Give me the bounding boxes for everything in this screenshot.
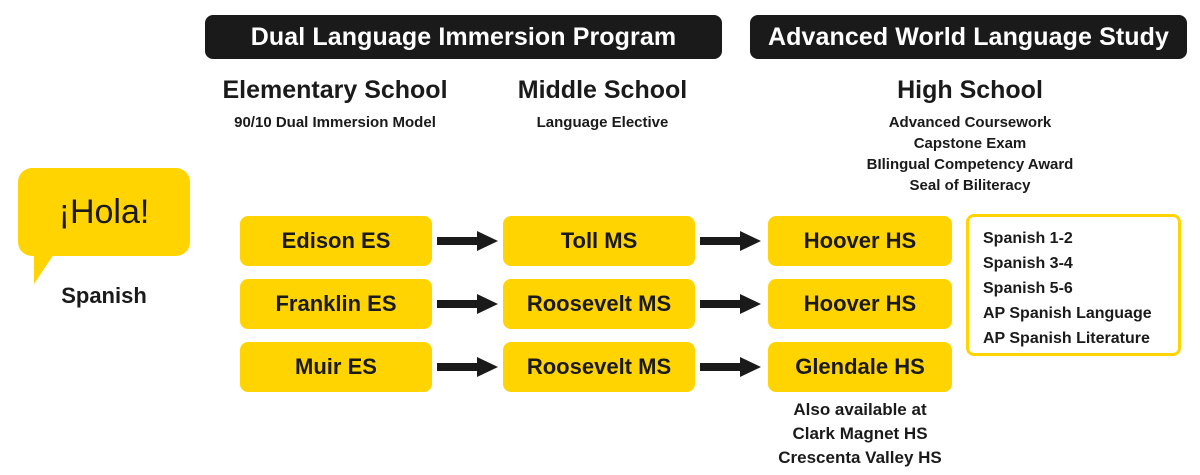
node-middle-row3[interactable]: Roosevelt MS bbox=[503, 342, 695, 392]
banner-advanced-world-language-study: Advanced World Language Study bbox=[750, 15, 1187, 59]
node-high-row2[interactable]: Hoover HS bbox=[768, 279, 952, 329]
node-middle-row1[interactable]: Toll MS bbox=[503, 216, 695, 266]
course-item: Spanish 5-6 bbox=[983, 280, 1073, 297]
arrow-middle-to-high-row2 bbox=[700, 292, 762, 316]
node-elementary-row3[interactable]: Muir ES bbox=[240, 342, 432, 392]
arrow-middle-to-high-row1 bbox=[700, 229, 762, 253]
course-item: Spanish 1-2 bbox=[983, 230, 1073, 247]
node-elementary-row1[interactable]: Edison ES bbox=[240, 216, 432, 266]
course-item: AP Spanish Language bbox=[983, 305, 1152, 322]
arrow-middle-to-high-row3 bbox=[700, 355, 762, 379]
column-subtitle-elementary-school: 90/10 Dual Immersion Model bbox=[234, 114, 436, 131]
column-subtitle-middle-school: Language Elective bbox=[536, 114, 669, 131]
arrow-elementary-to-middle-row1 bbox=[437, 229, 499, 253]
banner-dual-language-immersion-program: Dual Language Immersion Program bbox=[205, 15, 722, 59]
speech-bubble-shape bbox=[18, 168, 190, 256]
column-title-elementary-school: Elementary School bbox=[222, 76, 448, 104]
speech-bubble-tail-icon bbox=[34, 254, 54, 284]
arrow-elementary-to-middle-row3 bbox=[437, 355, 499, 379]
speech-bubble-greeting: ¡Hola! bbox=[58, 192, 150, 231]
node-high-row3[interactable]: Glendale HS bbox=[768, 342, 952, 392]
node-middle-row2[interactable]: Roosevelt MS bbox=[503, 279, 695, 329]
node-elementary-row2[interactable]: Franklin ES bbox=[240, 279, 432, 329]
course-item: Spanish 3-4 bbox=[983, 255, 1073, 272]
column-title-middle-school: Middle School bbox=[517, 76, 688, 104]
column-subtitle-high-school: Advanced Coursework Capstone Exam BIling… bbox=[866, 114, 1074, 194]
course-item: AP Spanish Literature bbox=[983, 330, 1150, 347]
language-label: Spanish bbox=[61, 283, 147, 308]
footnote-also-available: Also available at Clark Magnet HS Cresce… bbox=[778, 400, 942, 467]
column-title-high-school: High School bbox=[897, 76, 1043, 104]
arrow-elementary-to-middle-row2 bbox=[437, 292, 499, 316]
node-high-row1[interactable]: Hoover HS bbox=[768, 216, 952, 266]
course-list-panel: Spanish 1-2 Spanish 3-4 Spanish 5-6 AP S… bbox=[966, 214, 1181, 356]
